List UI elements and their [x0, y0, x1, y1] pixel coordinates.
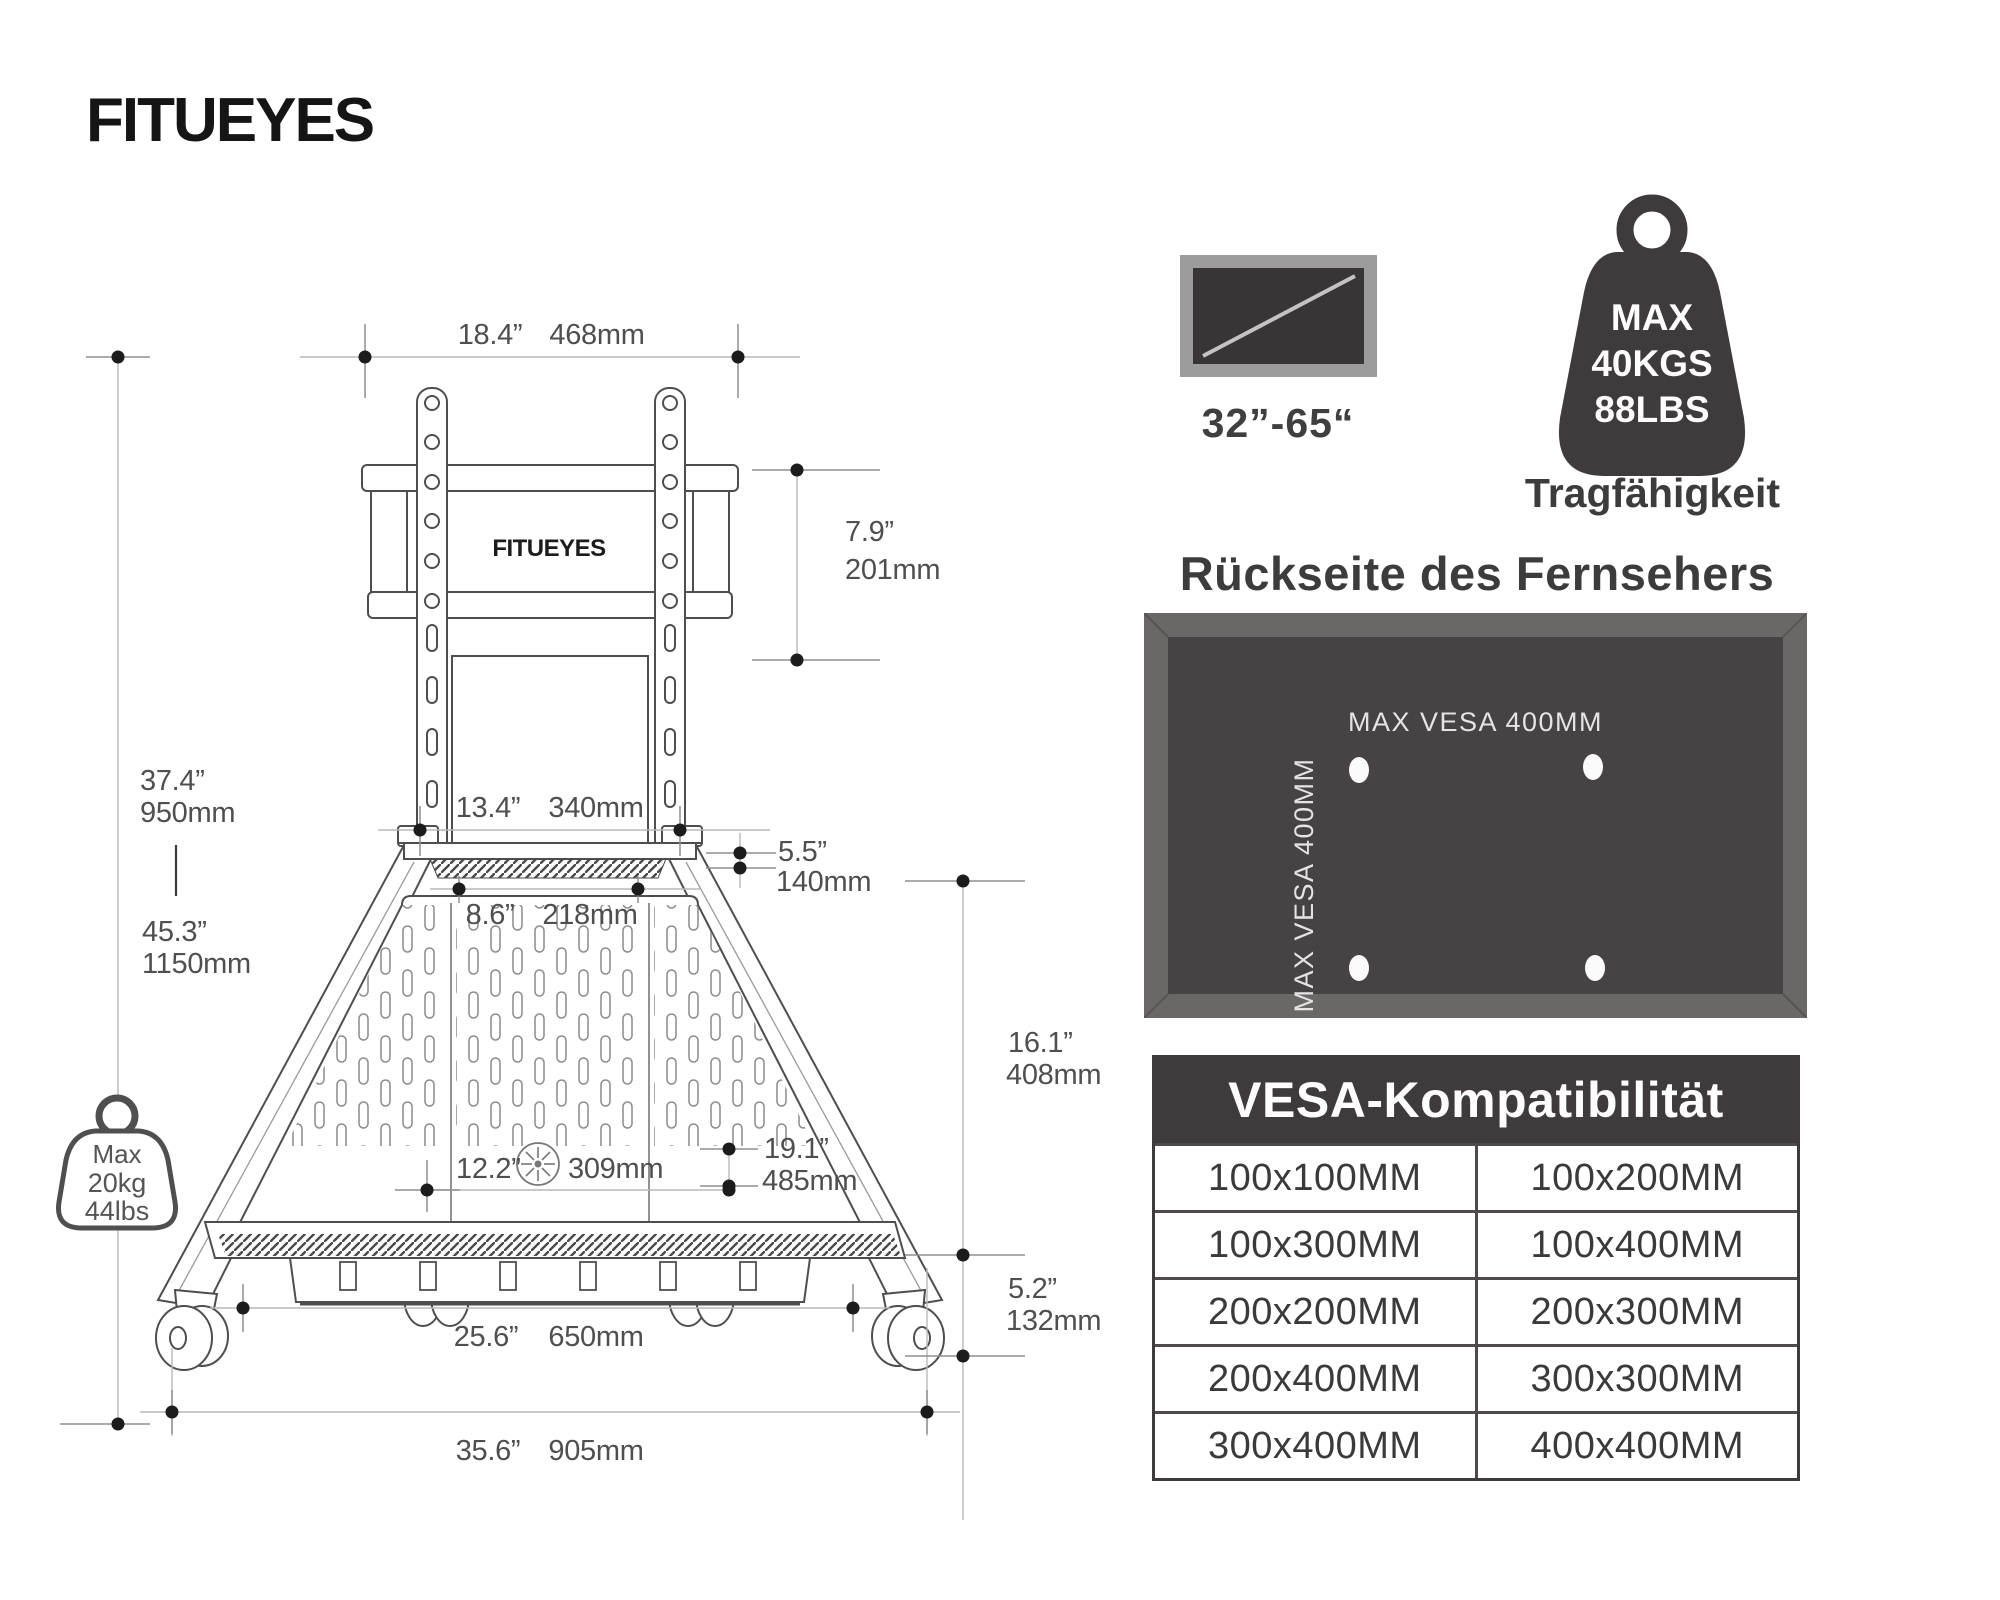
vesa-size-cell: 100x200MM	[1474, 1146, 1798, 1210]
base-platform	[203, 1221, 907, 1306]
dim-top-bracket-width-in: 18.4”	[458, 319, 523, 351]
dim-shelf-depth-in: 5.5”	[778, 836, 827, 868]
perforated-panel	[229, 895, 871, 1241]
table-row: 200x200MM 200x300MM	[1155, 1277, 1797, 1344]
table-row: 300x400MM 400x400MM	[1155, 1411, 1797, 1478]
dimension-annotations: 18.4” 468mm 7.9” 201mm 37.4” 950mm 45.3”…	[60, 319, 1102, 1520]
vesa-hole-bottom-left	[1349, 955, 1369, 981]
dim-base-depth-in: 19.1”	[764, 1133, 829, 1165]
mount-rail-left	[416, 387, 448, 857]
max-vesa-vertical-label: MAX VESA 400MM	[1289, 757, 1319, 1013]
vesa-hole-top-left	[1349, 757, 1369, 783]
weight-capacity-icon: MAX 40KGS 88LBS	[1558, 194, 1746, 476]
caster-front-right	[871, 1288, 945, 1371]
dim-total-height-mm: 1150mm	[142, 948, 251, 980]
dim-top-bracket-width-mm: 468mm	[549, 319, 644, 351]
dim-total-width-in: 35.6”	[456, 1435, 521, 1467]
brand-logo-fitu: FITU	[86, 86, 216, 155]
mount-rail-right	[654, 387, 686, 857]
dim-wheelbase-width-in: 25.6”	[454, 1321, 519, 1353]
tv-mount-bracket: FITUEYES	[361, 464, 739, 619]
dim-base-height-in: 5.2”	[1008, 1273, 1057, 1305]
dim-cable-hole-width-mm: 309mm	[568, 1153, 663, 1185]
stand-load-line2: 20kg	[88, 1168, 147, 1198]
vesa-size-cell: 200x300MM	[1474, 1280, 1798, 1344]
vesa-size-cell: 300x400MM	[1207, 1425, 1422, 1467]
tv-back-panel-inner: MAX VESA 400MM MAX VESA 400MM	[1168, 637, 1783, 1013]
dim-mount-height-in: 37.4”	[140, 765, 205, 797]
vesa-table-title: VESA-Kompatibilität	[1155, 1058, 1797, 1143]
dim-bracket-height-mm: 201mm	[845, 554, 940, 586]
vesa-size-cell: 100x400MM	[1474, 1213, 1798, 1277]
backside-section-title: Rückseite des Fernsehers	[1179, 547, 1775, 600]
cable-grommet-icon	[516, 1142, 560, 1186]
tv-back-panel: MAX VESA 400MM MAX VESA 400MM	[1144, 613, 1807, 1018]
caster-front-left	[155, 1288, 229, 1371]
stand-load-badge: Max 20kg 44lbs	[55, 1094, 179, 1231]
capacity-line2: 40KGS	[1591, 343, 1712, 384]
capacity-line1: MAX	[1611, 297, 1694, 338]
dim-base-height-mm: 132mm	[1006, 1305, 1101, 1337]
dim-shelf-width-mm: 340mm	[548, 792, 643, 824]
vesa-hole-top-right	[1583, 754, 1603, 780]
vesa-compatibility-table: VESA-Kompatibilität 100x100MM 100x200MM …	[1152, 1055, 1800, 1481]
dim-shelf-inner-width-in: 8.6”	[466, 899, 515, 931]
dim-panel-height-mm: 408mm	[1006, 1059, 1101, 1091]
stand-drawing: FITUEYES	[155, 387, 945, 1371]
table-row: 100x300MM 100x400MM	[1155, 1210, 1797, 1277]
vesa-size-cell: 400x400MM	[1474, 1414, 1798, 1478]
stand-load-line3: 44lbs	[85, 1196, 150, 1226]
max-vesa-horizontal-label: MAX VESA 400MM	[1347, 707, 1604, 737]
vesa-size-cell: 200x200MM	[1207, 1291, 1422, 1333]
table-row: 200x400MM 300x300MM	[1155, 1344, 1797, 1411]
vesa-size-cell: 100x300MM	[1207, 1224, 1422, 1266]
dim-wheelbase-width-mm: 650mm	[548, 1321, 643, 1353]
bracket-brand-label: FITUEYES	[492, 535, 606, 562]
vesa-size-cell: 200x400MM	[1207, 1358, 1422, 1400]
dim-shelf-width-in: 13.4”	[456, 792, 521, 824]
dim-panel-height-in: 16.1”	[1008, 1027, 1073, 1059]
vesa-hole-bottom-right	[1585, 955, 1605, 981]
vesa-size-cell: 300x300MM	[1474, 1347, 1798, 1411]
table-row: 100x100MM 100x200MM	[1155, 1143, 1797, 1210]
dim-base-depth-mm: 485mm	[762, 1165, 857, 1197]
dim-bracket-height-in: 7.9”	[845, 516, 894, 548]
center-column	[451, 655, 649, 847]
brand-logo-eyes: EYES	[216, 86, 373, 155]
dim-shelf-depth-mm: 140mm	[776, 866, 871, 898]
tv-size-range-label: 32”-65“	[1201, 400, 1355, 446]
dim-total-height-in: 45.3”	[142, 916, 207, 948]
brand-logo: FITUEYES	[86, 86, 373, 155]
capacity-caption: Tragfähigkeit	[1524, 470, 1781, 516]
dim-shelf-inner-width-mm: 218mm	[542, 899, 637, 931]
tv-screen-size-icon	[1180, 255, 1377, 377]
dim-mount-height-mm: 950mm	[140, 797, 235, 829]
dim-cable-hole-width-in: 12.2”	[456, 1153, 521, 1185]
dim-total-width-mm: 905mm	[548, 1435, 643, 1467]
capacity-line3: 88LBS	[1594, 389, 1709, 430]
vesa-size-cell: 100x100MM	[1207, 1157, 1422, 1199]
stand-load-line1: Max	[92, 1139, 141, 1169]
